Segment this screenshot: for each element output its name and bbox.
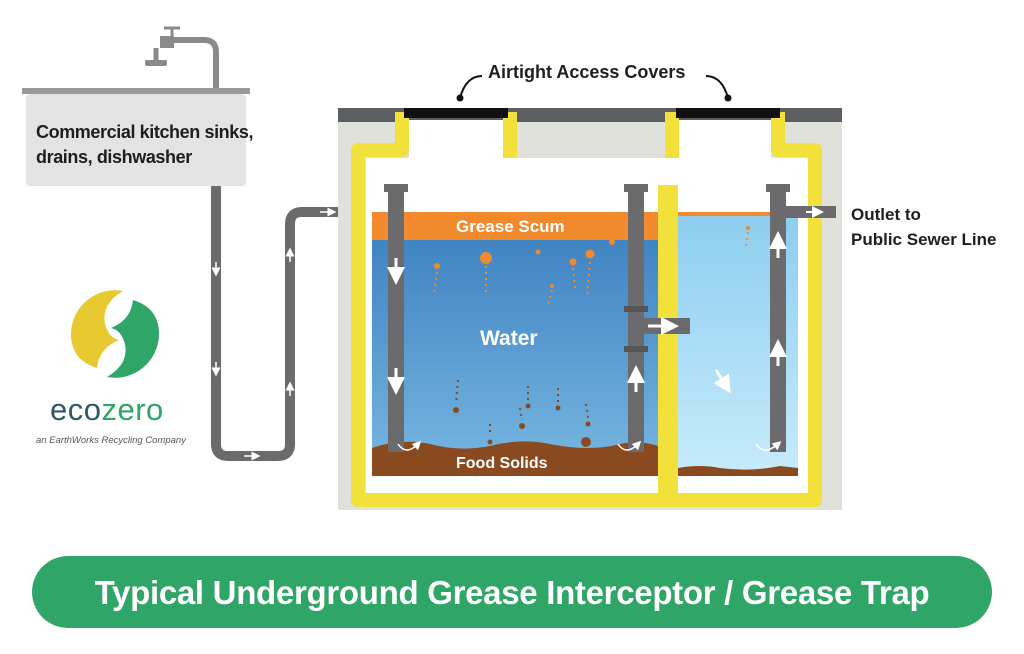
food-particle-trails xyxy=(455,379,589,436)
crossover-pipe xyxy=(628,190,644,452)
outlet-label-line2: Public Sewer Line xyxy=(851,230,997,249)
access-covers xyxy=(404,75,780,118)
inlet-flow-arrows xyxy=(211,207,337,461)
grease-scum-label: Grease Scum xyxy=(456,217,565,236)
ecozero-logo-icon xyxy=(71,290,159,378)
inlet-drop-pipe xyxy=(388,190,404,452)
outlet-label-line1: Outlet to xyxy=(851,205,921,224)
flow-arrows xyxy=(387,206,824,451)
outlet-label: Outlet to Public Sewer Line xyxy=(851,202,997,252)
faucet-icon xyxy=(145,26,219,88)
title-banner: Typical Underground Grease Interceptor /… xyxy=(32,556,992,628)
food-solids-label: Food Solids xyxy=(456,455,548,472)
grease-trails xyxy=(433,231,749,307)
brand-tagline: an EarthWorks Recycling Company xyxy=(36,435,186,446)
access-covers-label: Airtight Access Covers xyxy=(488,62,686,82)
grease-droplets xyxy=(434,226,750,288)
sink-label-line1: Commercial kitchen sinks, xyxy=(36,122,254,142)
sink-label: Commercial kitchen sinks, drains, dishwa… xyxy=(36,120,253,170)
food-solids-layer xyxy=(372,441,658,476)
brand-name-part1: eco xyxy=(50,392,102,427)
chamber-first xyxy=(372,212,658,476)
brand-name: ecozero xyxy=(50,392,164,428)
food-particles xyxy=(453,403,591,447)
inlet-pipe xyxy=(211,186,400,461)
sink-basin xyxy=(22,88,250,186)
sink-label-line2: drains, dishwasher xyxy=(36,147,192,167)
brand-name-part2: zero xyxy=(101,392,164,427)
grease-scum-layer xyxy=(372,212,658,240)
outlet-riser-pipe xyxy=(770,190,786,452)
banner-title: Typical Underground Grease Interceptor /… xyxy=(94,574,930,611)
water-label: Water xyxy=(480,327,538,350)
